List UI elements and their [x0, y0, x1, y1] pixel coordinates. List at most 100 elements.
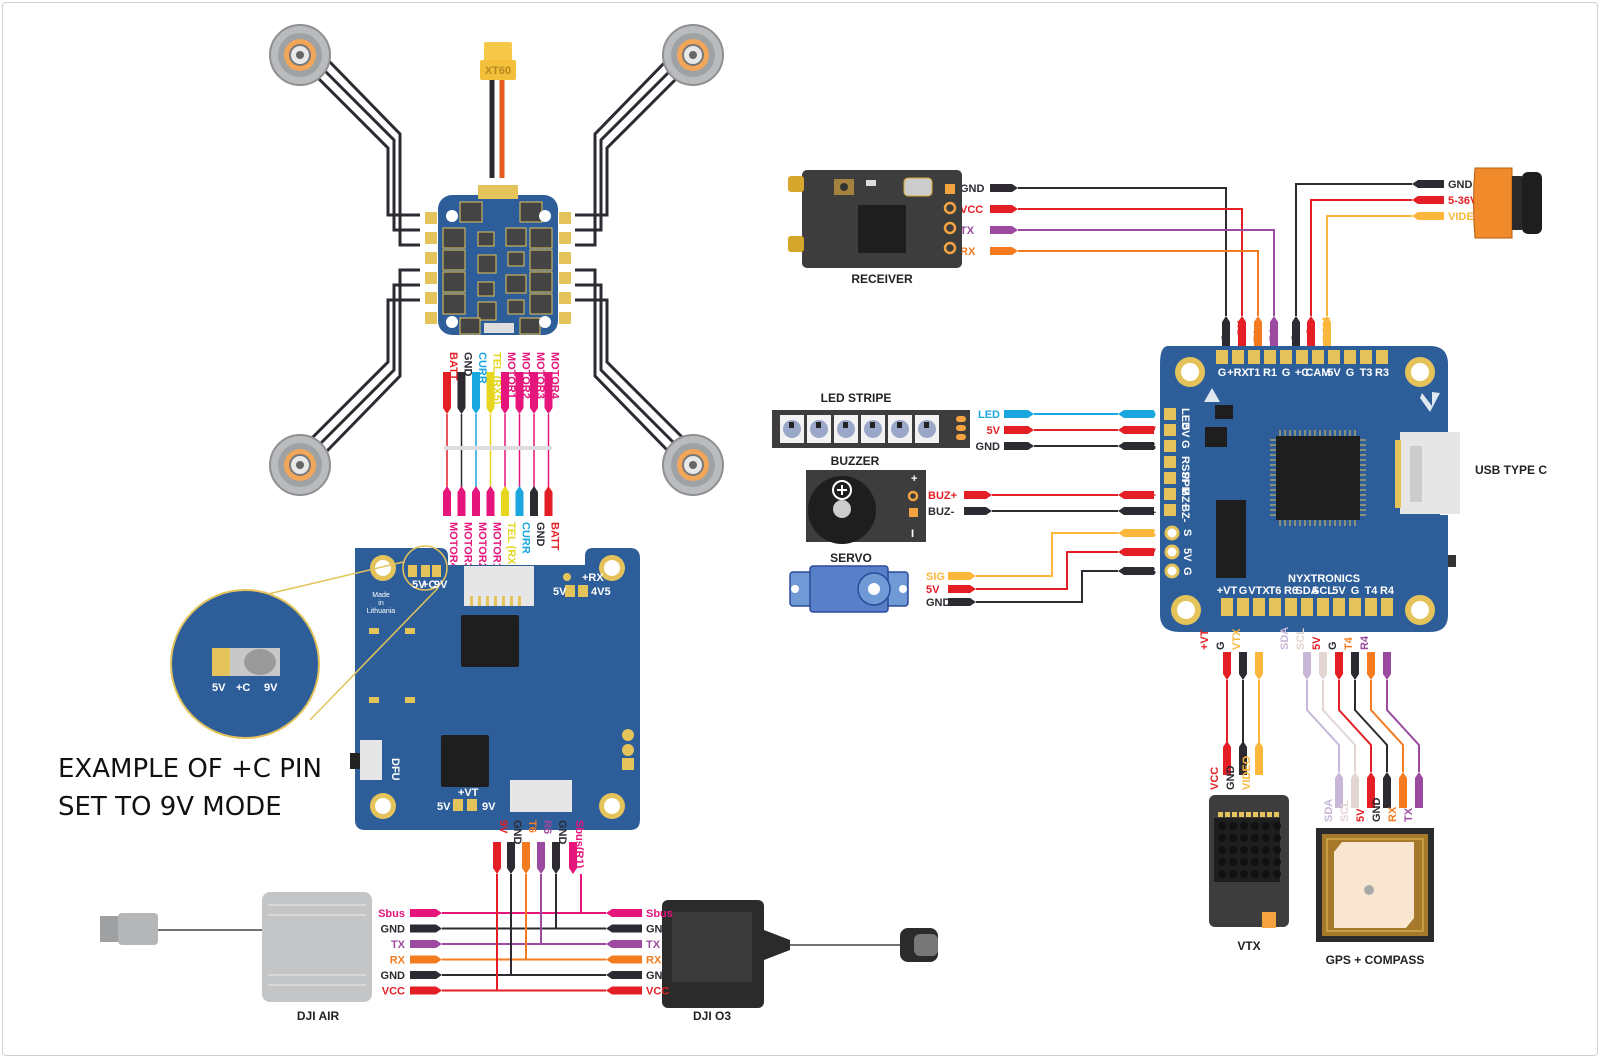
vtx-heatsink-fin: [1262, 822, 1270, 830]
wire-plug: [486, 492, 495, 516]
receiver-wire: [1018, 208, 1243, 316]
wire-plug-tip: [501, 486, 509, 492]
wire-plug: [410, 924, 436, 933]
fc-pad: [1164, 408, 1176, 420]
dji-o3-pin-label: Sbus: [646, 908, 673, 920]
callout-9v: 9V: [264, 682, 278, 694]
wire-plug: [1415, 778, 1423, 808]
fc-pad: [1349, 598, 1361, 616]
wire-plug: [1255, 652, 1263, 674]
wire-plug-tip: [1118, 426, 1124, 434]
fc-pad: [1164, 504, 1176, 516]
dji-air-label: DJI AIR: [297, 1009, 340, 1023]
wire-plug-tip: [1335, 772, 1343, 778]
fc-left-wire-label: G: [1147, 566, 1156, 578]
buzzer-plus: +: [911, 473, 917, 485]
wire-plug-tip: [1367, 772, 1375, 778]
fc-left-pad-label: BZ-: [1179, 504, 1191, 523]
wire-plug: [515, 372, 524, 408]
fc-side-wire-label: MOTOR4: [447, 522, 459, 570]
receiver-pin-label: RX: [960, 246, 976, 258]
wire-plug-tip: [1118, 567, 1124, 575]
wire-plug-tip: [970, 572, 976, 580]
led-stripe-title: LED STRIPE: [821, 391, 892, 405]
fc-hole-label: S: [1181, 529, 1193, 536]
wire-plug: [1254, 322, 1262, 346]
wire-plug: [1255, 747, 1263, 775]
wire-plug: [501, 372, 509, 408]
fc-pad: [1221, 598, 1233, 616]
vtx-heatsink-fin: [1251, 858, 1259, 866]
vtx-pin: [1260, 812, 1265, 817]
dji-o3-label: DJI O3: [693, 1009, 731, 1023]
wire-plug-tip: [544, 408, 553, 414]
wire-plug: [1292, 322, 1300, 346]
fc-side-wire-label: MOTOR3: [462, 522, 474, 569]
fc-pad: [1216, 350, 1228, 364]
fc-top-pad-label: G: [1346, 367, 1355, 379]
wire-plug: [1124, 529, 1154, 537]
wire-plug: [990, 247, 1012, 255]
wire-plug-tip: [1239, 674, 1247, 680]
wire-plug: [569, 842, 577, 868]
fc-left-wire-label: 5V: [1143, 425, 1157, 437]
wire-plug: [1239, 652, 1247, 674]
vtx-pin: [1239, 812, 1244, 817]
vtx-pin: [1253, 812, 1258, 817]
vtx-heatsink-fin: [1273, 834, 1281, 842]
vtx-pin: [1218, 812, 1223, 817]
motor-rear-right: [662, 434, 724, 496]
dji-o3-unit: DJI O3: [662, 900, 938, 1023]
rx-jumper-4v5: 4V5: [591, 586, 611, 598]
vtx-pin: [1232, 812, 1237, 817]
wire-plug-tip: [522, 868, 530, 874]
wire-plug-tip: [486, 408, 495, 414]
wire-plug-tip: [1118, 529, 1124, 537]
gps-wire: [1338, 680, 1372, 772]
gps-pin-label: SDA: [1323, 799, 1335, 822]
fc-left-bottom-wire-label: GND: [556, 820, 568, 845]
wire-plug-tip: [1255, 674, 1263, 680]
wire-plug-tip: [1118, 507, 1124, 515]
fc-left-jumper-c: +C: [422, 579, 436, 591]
dji-o3-pin-label: RX: [646, 955, 662, 967]
vtx-heatsink-fin: [1262, 870, 1270, 878]
led-die: [870, 422, 875, 428]
gps-wire: [1306, 680, 1340, 772]
camera-pin-label: 5-36V: [1448, 195, 1478, 207]
wire-plug-tip: [436, 971, 442, 979]
vtx-heatsink-fin: [1218, 870, 1226, 878]
rx-jumper-label: +RX: [582, 572, 604, 584]
wire-plug: [1124, 426, 1154, 434]
wire-plug-tip: [507, 868, 515, 874]
wire-plug: [612, 971, 642, 979]
fc-top-pad-label: +RX: [1227, 367, 1249, 379]
wire-plug: [457, 492, 466, 516]
wire-plug-tip: [1415, 772, 1423, 778]
fc-top-pad-label: R3: [1375, 367, 1389, 379]
fc-pad: [1164, 456, 1176, 468]
callout-5v: 5V: [212, 682, 226, 694]
fc-top-pad-label: CAM: [1305, 367, 1330, 379]
esc-wire-label: GND: [462, 352, 474, 377]
fc-bottom-pad-label: VTX: [1248, 585, 1270, 597]
wire-plug: [1383, 778, 1391, 808]
made-in-3: Lithuania: [367, 608, 396, 615]
wire-plug: [948, 598, 970, 606]
led-die: [843, 422, 848, 428]
xt60-connector: XT60: [480, 42, 516, 178]
wire-plug-tip: [544, 486, 553, 492]
gps-pin-label: GND: [1371, 798, 1383, 823]
fc-top-wire-label: R1: [1268, 328, 1280, 342]
gps-wire: [1386, 680, 1420, 772]
fc-bottom-wire-label: SCL: [1295, 628, 1307, 650]
fpv-camera: [1473, 167, 1542, 239]
vtx-heatsink-fin: [1240, 858, 1248, 866]
fc-top-wire-label: +C: [1305, 328, 1317, 342]
wire-plug: [1367, 778, 1375, 808]
wire-plug: [1222, 322, 1230, 346]
servo-wire: [976, 551, 1118, 590]
usb-type-c-label: USB TYPE C: [1475, 463, 1547, 477]
dji-o3-pin-label: GND: [646, 970, 671, 982]
